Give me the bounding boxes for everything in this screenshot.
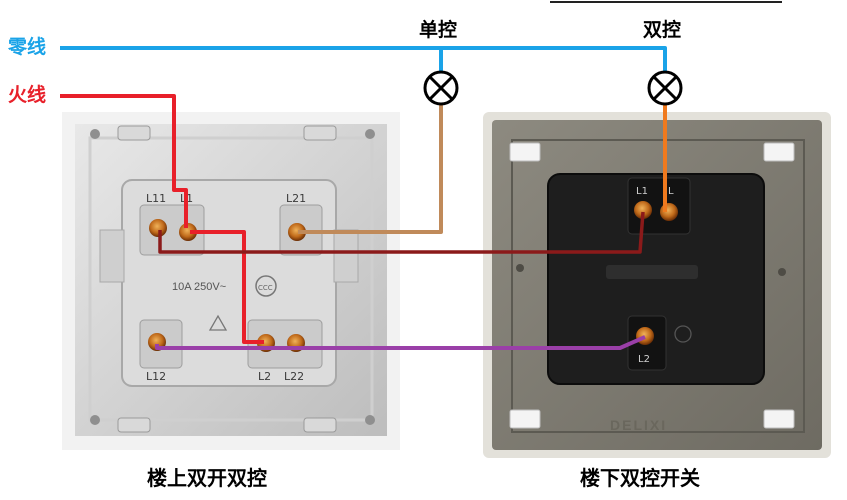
mount-slot [117,125,151,141]
double-control-label: 双控 [643,18,681,41]
terminal-screw-l1 [634,201,652,219]
terminal-label-l1: L1 [636,186,648,197]
upstairs-switch: L11 L1 L21 L12 L2 L22 10A 250V~ CCC [62,112,400,450]
lamp-cross [652,75,678,101]
mount-clip [763,142,795,162]
rating-text: 10A 250V~ [172,281,226,293]
live-wire [60,94,188,228]
terminal-label-l22: L22 [284,370,304,383]
screw-hole [778,268,786,276]
mount-clip [509,409,541,429]
traveler-wire-2 [155,335,646,350]
wires [60,46,667,350]
terminal-screw-l1 [179,223,197,241]
terminal-label-l: L [668,186,674,197]
screw-hole [365,415,375,425]
lamp-double-control [647,70,683,106]
recycle-mark [208,314,228,331]
lamp-single-control [423,70,459,106]
terminal-screw-l2 [636,327,654,345]
terminal-label-l21: L21 [286,192,306,205]
downstairs-plate-rim [511,139,805,433]
module-clip [99,229,125,283]
module-clip [333,229,359,283]
terminal-screw-l21 [288,223,306,241]
screw-hole [90,415,100,425]
upstairs-caption: 楼上双开双控 [147,466,267,490]
live-label: 火线 [8,83,46,106]
screw-hole [365,129,375,139]
terminal-screw-l [660,203,678,221]
downstairs-caption: 楼下双控开关 [580,466,700,490]
neutral-label: 零线 [7,35,46,58]
screw-hole [90,129,100,139]
neutral-wire [60,46,667,72]
terminal-label-l2: L2 [638,354,650,365]
terminal-screw-l11 [149,219,167,237]
terminal-label-l2: L2 [258,370,271,383]
terminal-label-l11: L11 [146,192,166,205]
ccc-mark [674,325,692,343]
downstairs-switch: L1 L L2 DELIXI [483,112,831,458]
mount-clip [509,142,541,162]
module-ridge [606,265,698,279]
single-control-label: 单控 [419,18,457,41]
screw-hole [516,264,524,272]
terminal-label-l12: L12 [146,370,166,383]
traveler-wire-1 [158,211,645,254]
mount-slot [303,417,337,433]
single-control-wire [298,103,443,234]
brand-logo: DELIXI [610,417,667,433]
live-bridge-wire [190,230,264,344]
ccc-mark [255,275,277,297]
mount-slot [117,417,151,433]
mount-clip [763,409,795,429]
ccc-mark-text: CCC [258,284,273,292]
lamp-cross [428,75,454,101]
mount-slot [303,125,337,141]
upstairs-plate-rim [88,136,374,422]
